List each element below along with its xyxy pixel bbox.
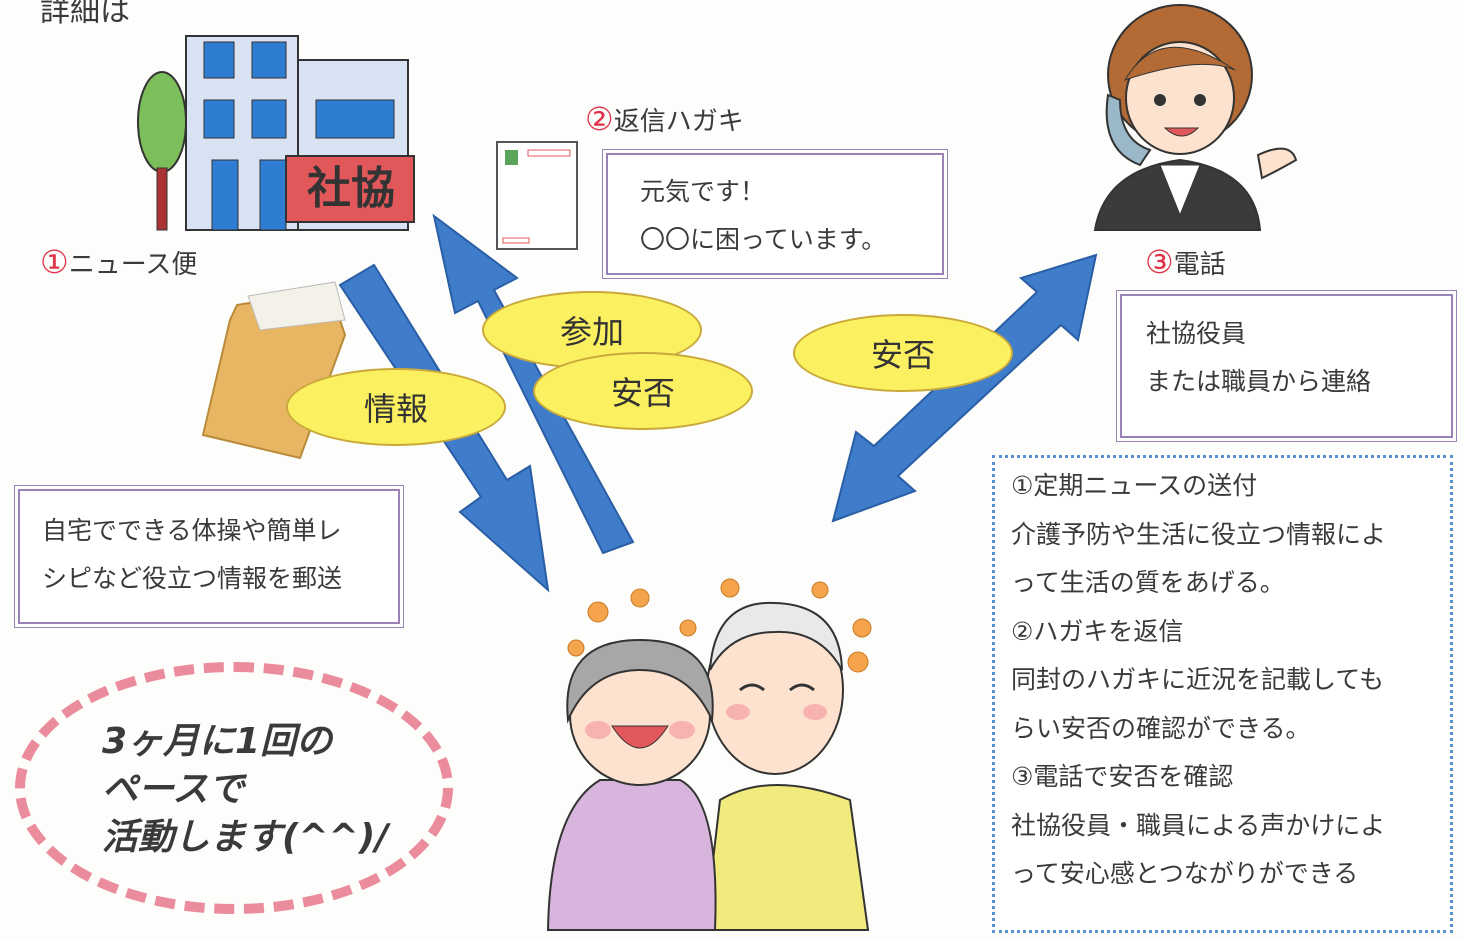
step-phone-number: ③ — [1145, 243, 1174, 281]
news-message-box: 自宅でできる体操や簡単レ シピなど役立つ情報を郵送 — [14, 485, 404, 628]
tag-safety-phone: 安否 — [793, 314, 1013, 392]
postcard-icon — [496, 141, 578, 250]
details-line: って安心感とつながりができる — [1011, 859, 1359, 888]
details-line: 同封のハガキに近況を記載しても — [1011, 665, 1385, 694]
tag-safety-postcard: 安否 — [533, 352, 753, 430]
pace-callout-border — [15, 662, 453, 914]
news-line-1: 自宅でできる体操や簡単レ — [42, 516, 342, 545]
header-fragment: 詳細は — [40, 0, 130, 29]
office-sign: 社協 — [307, 163, 395, 214]
step-phone-label: ③電話 — [1145, 243, 1226, 281]
step-postcard-number: ② — [585, 100, 614, 138]
step-postcard-text: 返信ハガキ — [613, 107, 744, 137]
arrow-phone — [831, 253, 1098, 523]
details-line: って生活の質をあげる。 — [1011, 568, 1285, 597]
phone-line-1: 社協役員 — [1146, 319, 1247, 348]
details-line: 社協役員・職員による声かけによ — [1011, 810, 1386, 840]
tag-info: 情報 — [286, 368, 506, 446]
step-phone-text: 電話 — [1173, 250, 1226, 280]
phone-message-box: 社協役員 または職員から連絡 — [1116, 290, 1457, 442]
details-line: ③電話で安否を確認 — [1011, 762, 1234, 791]
details-line: ②ハガキを返信 — [1011, 616, 1184, 646]
postcard-message-box: 元気です！ 〇〇に困っています。 — [602, 149, 948, 279]
step-news-label: ①ニュース便 — [40, 243, 197, 281]
step-news-number: ① — [40, 243, 69, 281]
details-line: ①定期ニュースの送付 — [1011, 471, 1258, 500]
details-line: 介護予防や生活に役立つ情報によ — [1011, 519, 1387, 549]
details-line: らい安否の確認ができる。 — [1011, 713, 1311, 743]
pace-line-2: ペースで — [102, 769, 245, 810]
step-news-text: ニュース便 — [68, 250, 198, 280]
pace-callout-text: 3ヶ月に1回の ペースで 活動します(^^)/ — [102, 718, 388, 862]
details-box: ①定期ニュースの送付 介護予防や生活に役立つ情報によ って生活の質をあげる。 ②… — [992, 455, 1453, 933]
pace-line-3: 活動します(^^)/ — [102, 817, 389, 858]
elderly-couple-icon — [546, 578, 872, 931]
step-postcard-label: ②返信ハガキ — [585, 100, 744, 138]
postcard-line-2: 〇〇に困っています。 — [640, 225, 887, 254]
pace-line-1: 3ヶ月に1回の — [102, 721, 333, 762]
office-building-icon — [137, 35, 415, 231]
postcard-line-1: 元気です！ — [640, 177, 766, 206]
tag-participation: 参加 — [482, 291, 702, 369]
phone-line-2: または職員から連絡 — [1146, 367, 1372, 396]
operator-woman-icon — [1093, 4, 1298, 231]
news-line-2: シピなど役立つ情報を郵送 — [42, 564, 343, 593]
